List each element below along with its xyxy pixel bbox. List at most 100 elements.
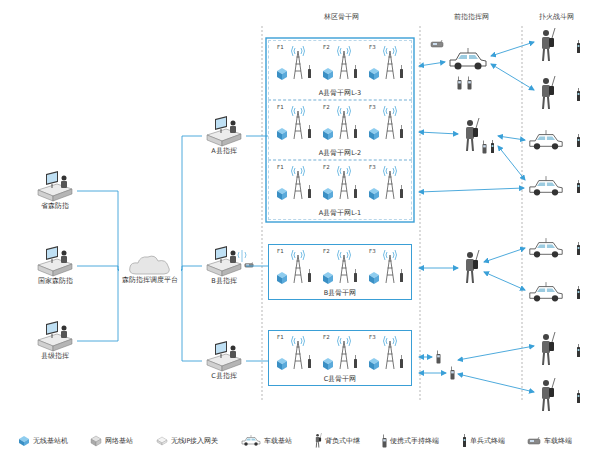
tower-icon (323, 250, 357, 284)
node-label: 县级指挥 (33, 352, 77, 360)
command-center: 国家森防指 (33, 245, 77, 287)
tower-icon (277, 166, 311, 200)
group-outline (266, 38, 414, 222)
legend-icon (156, 435, 168, 447)
tower-icon (369, 106, 403, 140)
legend-symbol (157, 437, 167, 445)
handset-icon (577, 88, 580, 101)
connector (77, 270, 119, 341)
tower-icon (277, 46, 311, 80)
legend-symbol (316, 433, 322, 448)
tower-tag: F1 (277, 164, 284, 170)
column-header: 前指指挥网 (454, 13, 489, 22)
legend-icon (462, 434, 467, 448)
legend-symbol (528, 437, 540, 444)
column-divider (262, 26, 263, 402)
icon-space (33, 170, 77, 202)
radio-link (419, 62, 445, 66)
tower-tag: F3 (369, 104, 376, 110)
legend-item: 车载终端 (527, 437, 572, 445)
connector (246, 361, 268, 362)
legend-item: 无线IP接入网关 (156, 435, 219, 447)
handset-icon (577, 242, 580, 255)
legend-icon (90, 435, 102, 447)
command-icons (38, 116, 253, 371)
command-center: 县级指挥 (33, 320, 77, 362)
handset-icon (437, 351, 441, 364)
node-label: B县指挥 (202, 277, 246, 285)
tower-icon (323, 166, 357, 200)
network-band: A县骨干网L-3 (268, 40, 412, 100)
tower-tag: F1 (277, 248, 284, 254)
radio-link (419, 373, 446, 374)
legend-item: 背负式中继 (314, 433, 360, 448)
handset-icon (577, 390, 580, 403)
relay-person-icon (466, 118, 479, 151)
relay-person-icon (466, 250, 479, 283)
tower-tag: F1 (277, 104, 284, 110)
terminal-icon (431, 40, 443, 47)
front-command-devices (431, 40, 494, 380)
radio-links (419, 42, 534, 392)
handset-icon (577, 40, 580, 53)
handset-icon (577, 134, 580, 147)
tower-tag: F3 (369, 164, 376, 170)
vehicle-icon (450, 48, 486, 70)
legend-text: 背负式中继 (325, 437, 360, 445)
radio-link (498, 136, 525, 140)
column-header: 扑火战斗网 (539, 13, 574, 22)
node-label: A县骨干网L-2 (269, 149, 411, 157)
radio-link (498, 146, 525, 180)
icon-space (33, 320, 77, 352)
tower-tag: F2 (323, 44, 330, 50)
legend-item: 无线基站机 (18, 435, 68, 447)
radio-link (458, 374, 534, 392)
tower-icon (277, 250, 311, 284)
legend-text: 无线IP接入网关 (171, 437, 219, 445)
tower-tag: F1 (277, 334, 284, 340)
connector (77, 266, 119, 270)
node-label: 省森防指 (33, 202, 77, 210)
radio-link (484, 248, 525, 262)
tower-icon (369, 250, 403, 284)
network-band: C县骨干网 (268, 330, 412, 386)
legend-symbol (242, 435, 260, 446)
legend-item: 网络基站 (90, 435, 133, 447)
handset-icon (577, 286, 580, 299)
radio-link (458, 346, 534, 360)
node-label: 国家森防指 (33, 277, 77, 285)
network-band: B县骨干网 (268, 244, 412, 300)
county-station: A县指挥 (202, 115, 246, 157)
tower-icon (323, 106, 357, 140)
tower-icon (323, 46, 357, 80)
county-station: C县指挥 (202, 340, 246, 382)
legend-symbol (383, 434, 387, 447)
legend-symbol (463, 434, 466, 447)
radio-link (419, 188, 524, 192)
cloud-icon (130, 256, 170, 274)
connector (181, 270, 202, 361)
node-label: A县指挥 (202, 147, 246, 155)
network-band: A县骨干网L-2 (268, 100, 412, 160)
legend-text: 网络基站 (105, 437, 133, 445)
radio-link (419, 268, 458, 269)
tower-tag: F2 (323, 248, 330, 254)
legend-item: 单兵式终端 (462, 434, 505, 448)
connector (181, 266, 202, 270)
vehicle-icon (530, 238, 562, 257)
station-icon (207, 341, 241, 371)
tower-icon (277, 336, 311, 370)
command-center: 省森防指 (33, 170, 77, 212)
soldier-icon (542, 332, 555, 365)
handset-icon (491, 140, 494, 153)
icon-space (202, 245, 246, 277)
legend-item: 车载基站 (241, 435, 292, 446)
legend-icon (382, 434, 387, 448)
node-label: A县骨干网L-3 (269, 89, 411, 97)
legend-text: 单兵式终端 (470, 437, 505, 445)
tower-tag: F1 (277, 44, 284, 50)
station-icon (207, 116, 241, 146)
tower-icon (323, 336, 357, 370)
